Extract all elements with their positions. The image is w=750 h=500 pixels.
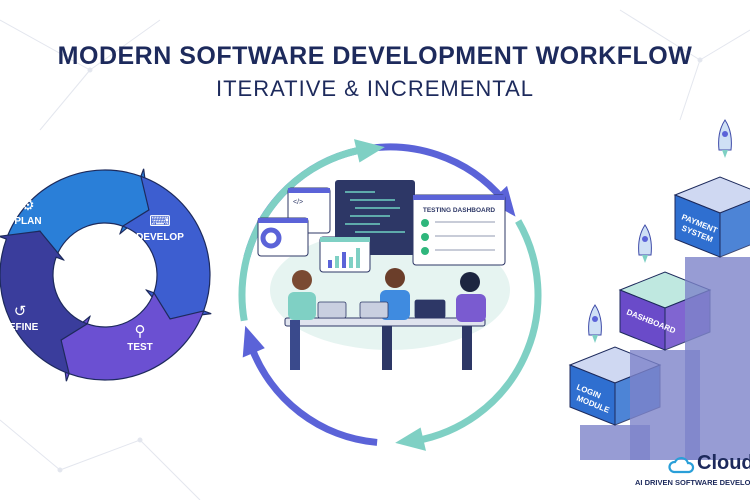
logo-name: Cloud	[697, 452, 750, 474]
testing-dashboard-window: TESTING DASHBOARD	[412, 194, 506, 266]
rocket-icon	[638, 224, 652, 263]
arrowhead-icon	[395, 427, 426, 451]
cycle-stage-label: DEVELOP	[136, 232, 184, 243]
cycle-stage-plan: ⚙ PLAN	[5, 168, 150, 259]
magnifier-icon: ⚲	[135, 323, 146, 340]
bar-chart-window	[319, 236, 371, 273]
team-scene: </> TESTING DASHBOARD	[257, 180, 510, 370]
iteration-loop-arrows	[238, 139, 542, 451]
loop-arrow	[247, 344, 378, 446]
loop-arrow	[415, 219, 542, 445]
workflow-cycle: ⚙ PLAN ⌨ DEVELOP ⚲ TEST ↺ REFINE	[0, 168, 212, 382]
logo-tagline: AI DRIVEN SOFTWARE DEVELO	[634, 478, 750, 487]
page-title: MODERN SOFTWARE DEVELOPMENT WORKFLOW	[57, 42, 693, 70]
svg-text:</>: </>	[293, 199, 303, 206]
laptop	[317, 299, 446, 319]
code-window-icon: ⌨	[149, 213, 171, 230]
cycle-stage-refine: ↺ REFINE	[0, 230, 89, 375]
arrowhead-icon	[354, 139, 385, 163]
person-right	[456, 272, 486, 370]
check-icon	[421, 219, 429, 255]
rocket-icon	[718, 119, 732, 158]
page-subtitle: ITERATIVE & INCREMENTAL	[215, 76, 534, 101]
arrowhead-icon	[242, 325, 265, 358]
loop-arrow	[238, 145, 365, 322]
undo-arrow-icon: ↺	[14, 303, 27, 320]
cycle-stage-develop: ⌨ DEVELOP	[121, 175, 212, 320]
person-left	[288, 270, 316, 370]
rocket-icon	[588, 304, 602, 343]
code-editor-window	[335, 180, 415, 255]
gears-icon: ⚙	[21, 197, 34, 214]
cycle-stage-label: PLAN	[14, 216, 41, 227]
cycle-stage-label: TEST	[127, 342, 153, 353]
dashboard-title: TESTING DASHBOARD	[423, 207, 496, 214]
cloud-logo-icon	[668, 456, 695, 474]
network-background	[0, 9, 750, 500]
cycle-stage-label: REFINE	[2, 322, 39, 333]
pie-chart-window	[257, 217, 309, 257]
